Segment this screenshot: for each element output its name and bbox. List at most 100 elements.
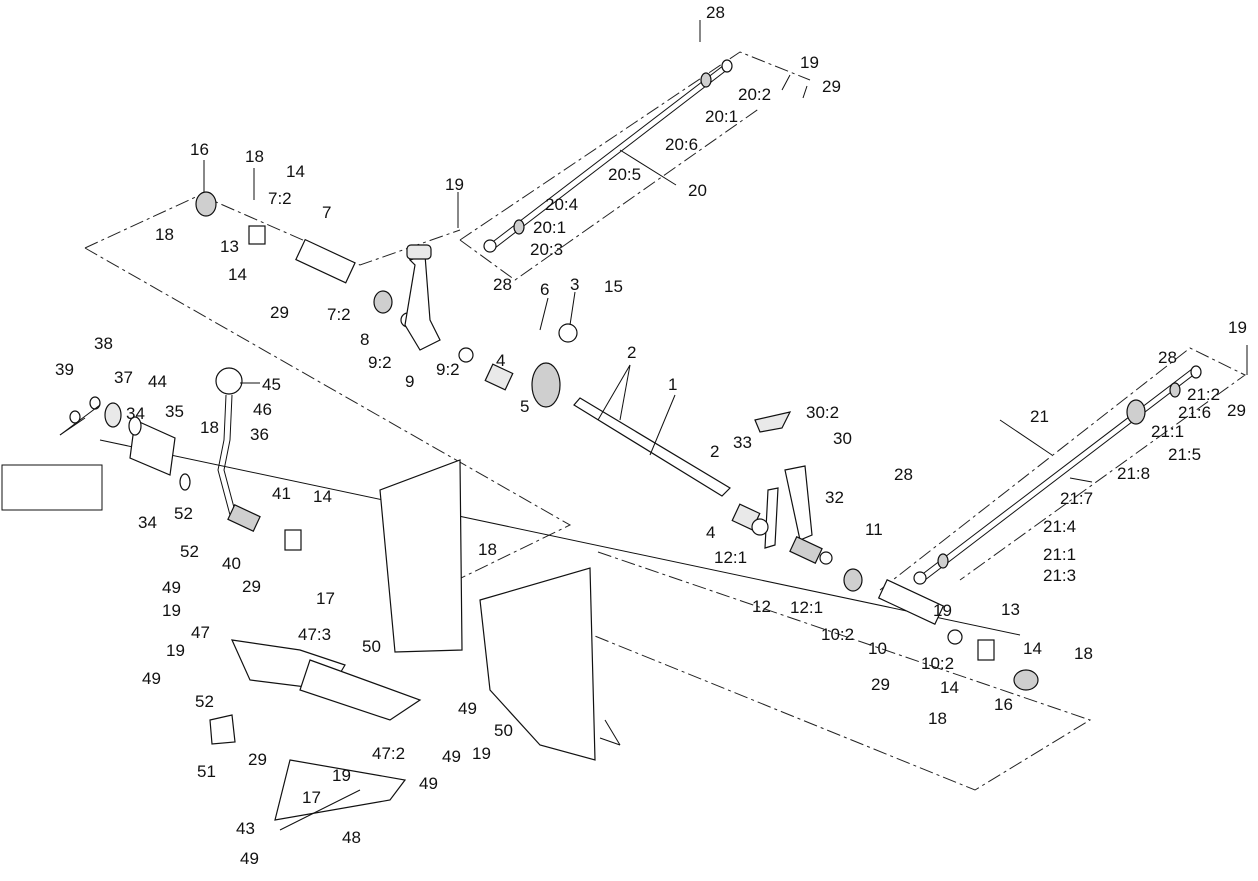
callout-label: 52	[180, 542, 199, 561]
clevis-21-3	[913, 571, 927, 585]
assembly-outlines	[1, 51, 1246, 791]
callout-label: 50	[494, 721, 513, 740]
bushing-4-upper	[484, 363, 514, 391]
outline-link-21	[879, 347, 1246, 591]
spring-20-1-lower	[513, 219, 525, 235]
bearing-21-5	[1126, 399, 1146, 425]
callout-label: 51	[197, 762, 216, 781]
leader-lines	[59, 20, 1248, 746]
callout-label: 29	[1227, 401, 1246, 420]
callout-label: 20:1	[705, 107, 738, 126]
callout-label: 18	[200, 418, 219, 437]
spring-5	[531, 362, 561, 408]
pedal-9	[406, 244, 432, 260]
callout-label: 29	[270, 303, 289, 322]
callout-label: 20:2	[738, 85, 771, 104]
callout-label: 14	[940, 678, 959, 697]
callout-label: 52	[174, 504, 193, 523]
callout-label: 37	[114, 368, 133, 387]
callout-label: 29	[871, 675, 890, 694]
callout-label: 19	[162, 601, 181, 620]
callout-label: 45	[262, 375, 281, 394]
callout-label: 33	[733, 433, 752, 452]
lever-30	[784, 465, 813, 541]
callout-label: 5	[520, 397, 529, 416]
callout-label: 17	[302, 788, 321, 807]
washer-3	[558, 323, 578, 343]
shaft-7	[295, 238, 356, 284]
frame-plate-left	[379, 459, 463, 653]
callout-label: 13	[1001, 600, 1020, 619]
callout-label: 46	[253, 400, 272, 419]
callout-label: 41	[272, 484, 291, 503]
shaft-centerline	[99, 439, 1021, 636]
link-assembly-21	[913, 365, 1202, 585]
callout-label: 49	[142, 669, 161, 688]
callout-label: 32	[825, 488, 844, 507]
spring-8	[373, 290, 393, 314]
callout-label: 28	[493, 275, 512, 294]
callout-label: 21:8	[1117, 464, 1150, 483]
outline-right-frame	[579, 551, 1092, 791]
outline-link-20-right	[459, 107, 761, 281]
callout-label: 6	[540, 280, 549, 299]
callout-label: 47:2	[372, 744, 405, 763]
callout-label: 19	[332, 766, 351, 785]
callout-label: 8	[360, 330, 369, 349]
callout-label: 19	[800, 53, 819, 72]
clevis-21-2	[1190, 365, 1202, 379]
callout-label: 38	[94, 334, 113, 353]
callout-label: 28	[894, 465, 913, 484]
callout-label: 19	[472, 744, 491, 763]
callout-label: 34	[126, 404, 145, 423]
bracket-13-left	[248, 225, 266, 245]
bushing-10-2	[947, 629, 963, 645]
outline-left-boundary	[84, 247, 572, 599]
callout-label: 21:2	[1187, 385, 1220, 404]
callout-label: 14	[228, 265, 247, 284]
callout-label: 2	[710, 442, 719, 461]
callout-label: 12	[752, 597, 771, 616]
callout-label: 50	[362, 637, 381, 656]
callout-label: 49	[162, 578, 181, 597]
lever-assembly-30	[751, 411, 1039, 691]
rod-48	[279, 789, 361, 831]
frame-plate-center	[479, 567, 596, 761]
washer-34b	[179, 473, 191, 491]
callout-label: 18	[478, 540, 497, 559]
callout-label: 21:1	[1151, 422, 1184, 441]
spring-20-1-upper	[700, 72, 712, 88]
callout-label: 48	[342, 828, 361, 847]
callout-label: 30:2	[806, 403, 839, 422]
bracket-13-right	[977, 639, 995, 661]
spring-21-1-upper	[1169, 382, 1181, 398]
pedal-plate-48	[274, 759, 407, 821]
callout-label: 18	[928, 709, 947, 728]
callout-label: 19	[166, 641, 185, 660]
callout-label: 12:1	[714, 548, 747, 567]
callout-label: 49	[240, 849, 259, 868]
rod-20-5b	[494, 65, 733, 249]
link-assembly-20	[483, 59, 733, 253]
bearing-16-left	[195, 191, 217, 217]
callout-label: 29	[248, 750, 267, 769]
callout-label: 12:1	[790, 598, 823, 617]
rod-21-7b	[924, 369, 1201, 581]
washer-38a	[69, 410, 81, 424]
lever-36	[217, 394, 231, 516]
lever-12	[764, 487, 779, 549]
spring-11	[843, 568, 863, 592]
callout-label: 14	[313, 487, 332, 506]
callout-label: 10:2	[821, 625, 854, 644]
callout-label: 21:7	[1060, 489, 1093, 508]
callout-label: 29	[242, 577, 261, 596]
hub-12	[789, 536, 823, 564]
callout-label: 9	[405, 372, 414, 391]
hub-40	[227, 504, 261, 532]
shaft-1	[573, 397, 731, 497]
callout-label: 21	[1030, 407, 1049, 426]
callout-label: 10	[868, 639, 887, 658]
callout-label: 20:4	[545, 195, 578, 214]
washer-34	[128, 416, 142, 436]
